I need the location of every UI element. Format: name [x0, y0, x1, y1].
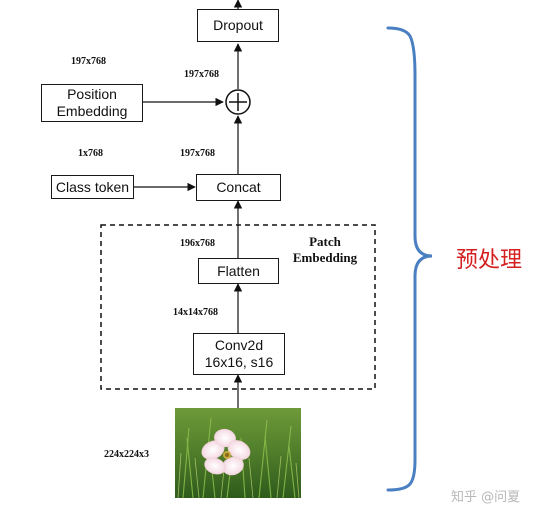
- dim-after-add: 197x768: [184, 69, 219, 80]
- patch-embedding-title-text: Patch Embedding: [292, 234, 358, 265]
- class-token-label: Class token: [55, 178, 130, 195]
- class-token-block: Class token: [51, 175, 134, 199]
- conv2d-block: Conv2d 16x16, s16: [193, 333, 285, 375]
- conv2d-label: Conv2d: [214, 337, 264, 353]
- dim-after-flatten: 196x768: [180, 238, 215, 249]
- conv2d-params: 16x16, s16: [204, 354, 274, 370]
- dim-pos-embed: 197x768: [71, 56, 106, 67]
- dim-after-conv: 14x14x768: [173, 307, 218, 318]
- patch-embedding-title: Patch Embedding: [283, 234, 367, 266]
- dim-class-token: 1x768: [78, 148, 103, 159]
- position-embedding-block: Position Embedding: [41, 84, 143, 122]
- flower: [201, 428, 251, 476]
- dim-after-concat: 197x768: [180, 148, 215, 159]
- zhihu-watermark: 知乎 @问夏: [451, 490, 521, 505]
- concat-block: Concat: [196, 174, 281, 201]
- add-operator-icon: [225, 89, 251, 115]
- flatten-block: Flatten: [198, 258, 279, 284]
- dropout-block: Dropout: [197, 9, 279, 42]
- dim-input: 224x224x3: [104, 449, 149, 460]
- preprocessing-brace-icon: [386, 26, 433, 492]
- input-flower-image: [175, 408, 301, 498]
- flatten-label: Flatten: [217, 262, 260, 279]
- preprocessing-label: 预处理: [456, 248, 523, 273]
- dropout-label: Dropout: [213, 17, 263, 33]
- position-embedding-label: Position Embedding: [56, 86, 128, 119]
- concat-label: Concat: [216, 179, 261, 195]
